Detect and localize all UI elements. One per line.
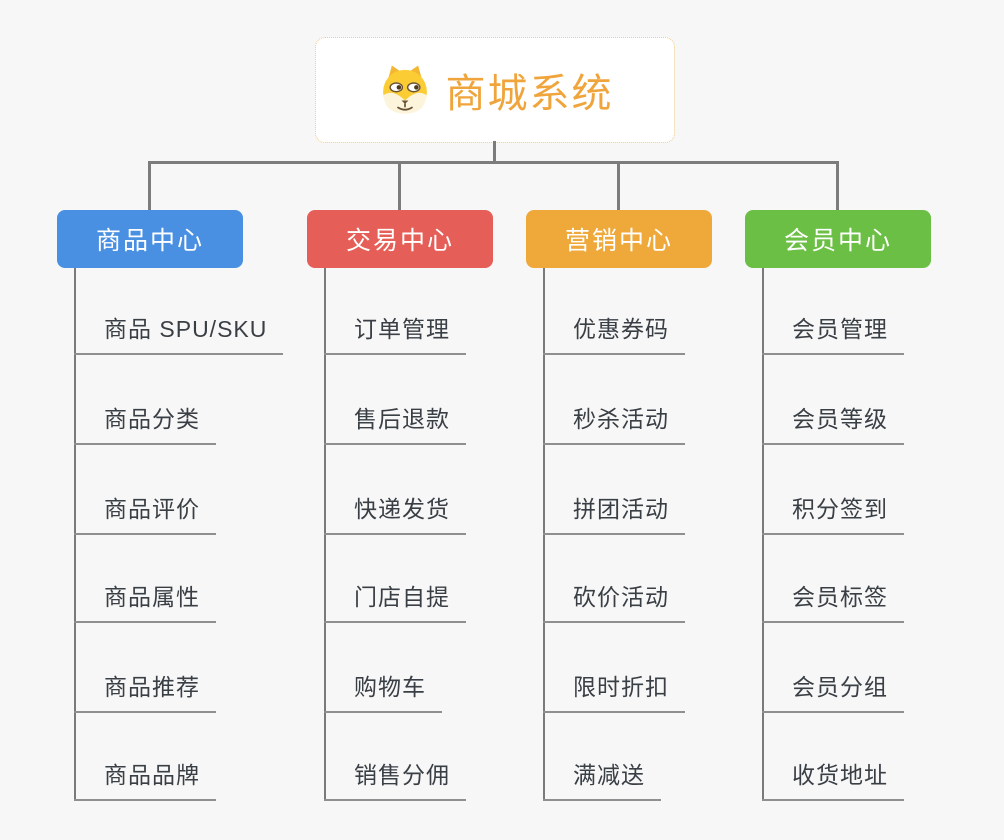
connector-drop-product bbox=[148, 163, 151, 210]
branch-trade-center: 交易中心 订单管理 售后退款 快递发货 门店自提 购物车 销售分佣 bbox=[307, 210, 567, 810]
node-order-management[interactable]: 订单管理 bbox=[324, 315, 466, 355]
connector-drop-marketing bbox=[617, 163, 620, 210]
node-points-checkin[interactable]: 积分签到 bbox=[762, 495, 904, 535]
node-product-category[interactable]: 商品分类 bbox=[74, 405, 216, 445]
branch-product-center: 商品中心 商品 SPU/SKU 商品分类 商品评价 商品属性 商品推荐 商品品牌 bbox=[57, 210, 317, 810]
connector-drop-trade bbox=[398, 163, 401, 210]
node-full-reduction[interactable]: 满减送 bbox=[543, 761, 661, 801]
node-shipping-address[interactable]: 收货地址 bbox=[762, 761, 904, 801]
node-aftersale-refund[interactable]: 售后退款 bbox=[324, 405, 466, 445]
connector-root-drop bbox=[493, 141, 496, 163]
node-product-review[interactable]: 商品评价 bbox=[74, 495, 216, 535]
node-bargain-event[interactable]: 砍价活动 bbox=[543, 583, 685, 623]
node-product-attribute[interactable]: 商品属性 bbox=[74, 583, 216, 623]
node-coupon-code[interactable]: 优惠券码 bbox=[543, 315, 685, 355]
node-limited-discount[interactable]: 限时折扣 bbox=[543, 673, 685, 713]
node-product-brand[interactable]: 商品品牌 bbox=[74, 761, 216, 801]
node-member-level[interactable]: 会员等级 bbox=[762, 405, 904, 445]
node-express-shipping[interactable]: 快递发货 bbox=[324, 495, 466, 535]
connector-horizontal-spine bbox=[148, 161, 839, 164]
branch-header-product-center[interactable]: 商品中心 bbox=[57, 210, 243, 268]
branch-marketing-center: 营销中心 优惠券码 秒杀活动 拼团活动 砍价活动 限时折扣 满减送 bbox=[526, 210, 786, 810]
node-member-group[interactable]: 会员分组 bbox=[762, 673, 904, 713]
node-member-tag[interactable]: 会员标签 bbox=[762, 583, 904, 623]
dog-icon bbox=[382, 65, 427, 114]
branch-member-center: 会员中心 会员管理 会员等级 积分签到 会员标签 会员分组 收货地址 bbox=[745, 210, 1004, 810]
branch-header-trade-center[interactable]: 交易中心 bbox=[307, 210, 493, 268]
node-sales-commission[interactable]: 销售分佣 bbox=[324, 761, 466, 801]
node-shopping-cart[interactable]: 购物车 bbox=[324, 673, 442, 713]
node-product-spu-sku[interactable]: 商品 SPU/SKU bbox=[74, 315, 284, 355]
connector-drop-member bbox=[836, 163, 839, 210]
node-member-management[interactable]: 会员管理 bbox=[762, 315, 904, 355]
node-product-recommend[interactable]: 商品推荐 bbox=[74, 673, 216, 713]
branch-header-marketing-center[interactable]: 营销中心 bbox=[526, 210, 712, 268]
branch-header-member-center[interactable]: 会员中心 bbox=[745, 210, 931, 268]
node-flash-sale[interactable]: 秒杀活动 bbox=[543, 405, 685, 445]
node-group-buy[interactable]: 拼团活动 bbox=[543, 495, 685, 535]
root-title: 商城系统 bbox=[445, 72, 614, 116]
node-store-pickup[interactable]: 门店自提 bbox=[324, 583, 466, 623]
root-node-mall-system[interactable]: 商城系统 bbox=[315, 37, 675, 143]
